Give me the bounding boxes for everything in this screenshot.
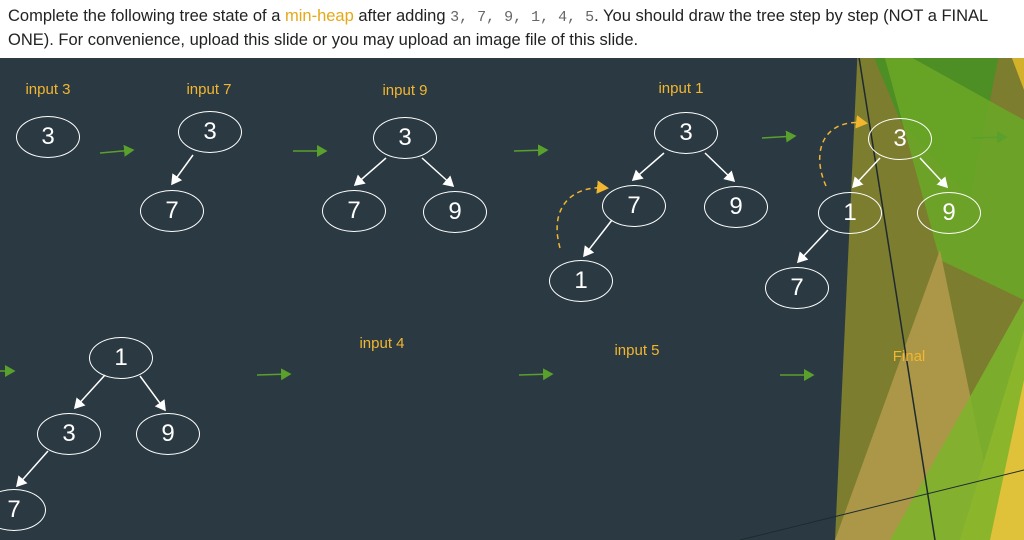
- edge: [704, 152, 736, 183]
- label-input-3: input 3: [25, 81, 71, 98]
- tree-node: 7: [602, 185, 666, 227]
- edge: [421, 157, 455, 188]
- tree-node: 3: [16, 116, 80, 158]
- label-input-1: input 1: [658, 80, 704, 97]
- question-line-2: ONE). For convenience, upload this slide…: [8, 31, 639, 49]
- tree-node: 9: [423, 191, 487, 233]
- edge: [796, 229, 829, 264]
- deco-shape-lime: [890, 300, 1024, 540]
- edge: [171, 154, 194, 186]
- edge: [353, 157, 387, 186]
- step-arrow: [518, 368, 554, 381]
- tree-node: 7: [322, 190, 386, 232]
- swap-arrow: [818, 115, 868, 187]
- step-arrows: [0, 130, 1008, 381]
- tree-node: 3: [654, 112, 718, 154]
- label-final: Final: [892, 348, 926, 365]
- swap-arrow: [556, 180, 609, 249]
- tree-node: 7: [765, 267, 829, 309]
- tree-node: 3: [178, 111, 242, 153]
- tree-node: 7: [140, 190, 204, 232]
- question-text: after adding: [353, 7, 451, 25]
- edge: [73, 374, 106, 410]
- step-arrow: [256, 368, 292, 381]
- question-header: Complete the following tree state of a m…: [0, 0, 1024, 58]
- tree-node: 3: [37, 413, 101, 455]
- deco-line: [739, 469, 1024, 540]
- edge: [16, 450, 49, 488]
- question-line-1: Complete the following tree state of a m…: [8, 7, 988, 26]
- step-arrow: [971, 131, 1008, 144]
- deco-line: [849, 0, 936, 540]
- edge: [631, 152, 665, 181]
- deco-shape-bright: [880, 40, 1024, 300]
- tree-node: 9: [704, 186, 768, 228]
- edge: [851, 157, 881, 189]
- edge: [919, 157, 949, 189]
- label-input-7: input 7: [186, 81, 232, 98]
- min-heap-term: min-heap: [285, 7, 354, 25]
- edge: [583, 219, 613, 258]
- label-input-9: input 9: [382, 82, 428, 99]
- tree-node: 1: [818, 192, 882, 234]
- tree-node: 9: [136, 413, 200, 455]
- tree-node: 1: [549, 260, 613, 302]
- tree-node: 3: [373, 117, 437, 159]
- tree-node: 1: [89, 337, 153, 379]
- step-arrow: [99, 144, 135, 157]
- step-arrow: [513, 144, 549, 157]
- label-input-4: input 4: [359, 335, 405, 352]
- question-text: Complete the following tree state of a: [8, 7, 285, 25]
- label-input-5: input 5: [614, 342, 660, 359]
- step-arrow: [761, 130, 797, 143]
- tree-edges: [16, 152, 949, 488]
- tree-node: 9: [917, 192, 981, 234]
- tree-node: 3: [868, 118, 932, 160]
- question-text: . You should draw the tree step by step …: [594, 7, 989, 25]
- edge: [139, 375, 166, 412]
- input-sequence: 3, 7, 9, 1, 4, 5: [450, 9, 595, 26]
